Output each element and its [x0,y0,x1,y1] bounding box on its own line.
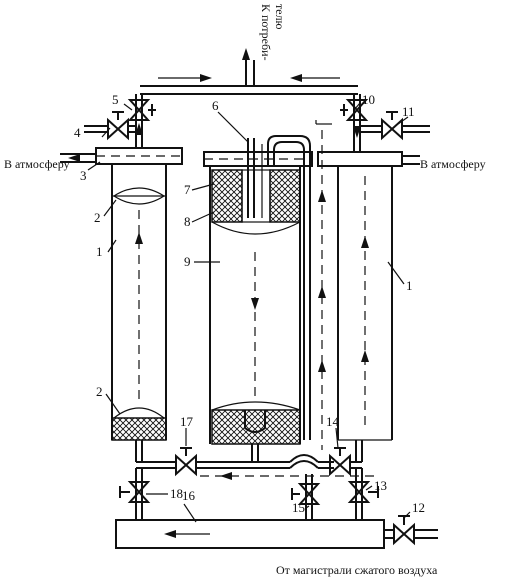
label-7: 7 [184,182,191,197]
valve-4[interactable] [84,111,136,141]
label-1-left: 1 [96,244,103,259]
caption-to-atmosphere-left: В атмосферу [4,157,70,171]
leader-lines [87,102,411,523]
caption-to-consumer-2: телю [273,4,287,30]
label-2-bottom: 2 [96,384,103,399]
down-arrow-icon [353,126,361,138]
label-1-right: 1 [406,278,413,293]
caption-to-consumer-1: К потреби- [259,4,273,61]
left-vent-pipe [60,153,96,163]
label-13: 13 [374,478,387,493]
left-adsorber-column [95,147,183,462]
valve-17[interactable] [175,447,197,477]
consumer-header-pipe [140,48,358,95]
valve-5[interactable] [127,99,156,121]
label-2-top: 2 [94,210,101,225]
up-arrow-icon [135,232,143,244]
label-12: 12 [412,500,425,515]
left-arrow-icon [290,74,302,82]
label-10: 10 [362,92,375,107]
valve-15[interactable] [291,483,321,505]
label-8: 8 [184,214,191,229]
up-arrow-icon [318,360,326,372]
label-3: 3 [80,168,87,183]
label-16: 16 [182,488,196,503]
up-arrow-icon [318,286,326,298]
valve-13[interactable] [347,481,379,503]
valve-11[interactable] [360,111,430,141]
caption-to-atmosphere-right: В атмосферу [420,157,486,171]
right-adsorber-column [317,151,403,462]
label-17: 17 [180,414,194,429]
up-arrow-icon [318,190,326,202]
label-9: 9 [184,254,191,269]
label-6: 6 [212,98,219,113]
inlet-pipe [384,529,438,539]
valve-10[interactable] [340,99,369,121]
right-vent-pipe [402,155,420,165]
label-18: 18 [170,486,183,501]
air-receiver [115,519,385,549]
left-arrow-icon [220,472,232,480]
label-11: 11 [402,104,415,119]
up-arrow-icon [361,350,369,362]
valve-12[interactable] [393,515,415,546]
valve-14[interactable] [329,447,351,477]
label-14: 14 [326,414,340,429]
caption-from-compressed-air: От магистрали сжатого воздуха [276,563,438,577]
label-15: 15 [292,500,305,515]
center-right-riser [315,120,332,450]
down-arrow-icon [251,298,259,310]
callout-numbers: 4 5 6 7 8 9 10 11 3 2 1 1 2 17 14 18 16 … [74,92,425,515]
right-arrow-icon [200,74,212,82]
central-heater-column [203,135,313,462]
label-4: 4 [74,125,81,140]
right-top-riser [353,94,361,152]
valve-18[interactable] [119,481,151,503]
label-5: 5 [112,92,119,107]
up-arrow-icon [135,123,143,135]
left-arrow-icon [68,154,80,162]
up-arrow-icon [361,236,369,248]
left-arrow-icon [164,530,176,538]
